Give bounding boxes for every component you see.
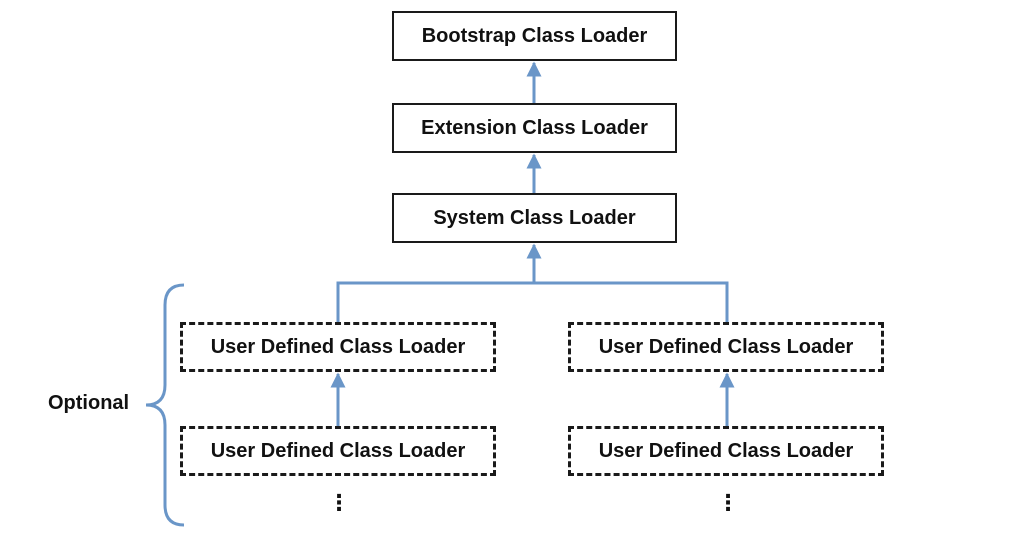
node-label: Extension Class Loader <box>421 116 648 139</box>
ellipsis-left: ⋮ <box>328 490 350 515</box>
node-label: User Defined Class Loader <box>210 335 466 358</box>
optional-label: Optional <box>48 392 130 414</box>
node-extension-class-loader: Extension Class Loader <box>392 103 677 153</box>
node-system-class-loader: System Class Loader <box>392 193 677 243</box>
node-label: User Defined Class Loader <box>598 335 854 358</box>
node-user-defined-class-loader-left-top: User Defined Class Loader <box>180 322 496 372</box>
node-user-defined-class-loader-right-top: User Defined Class Loader <box>568 322 884 372</box>
optional-brace <box>145 283 185 527</box>
node-user-defined-class-loader-right-bottom: User Defined Class Loader <box>568 426 884 476</box>
node-bootstrap-class-loader: Bootstrap Class Loader <box>392 11 677 61</box>
node-label: User Defined Class Loader <box>598 439 854 462</box>
node-label: Bootstrap Class Loader <box>421 24 648 47</box>
connector-user-defined-to-system <box>336 281 729 322</box>
node-label: System Class Loader <box>433 206 636 229</box>
node-label: User Defined Class Loader <box>210 439 466 462</box>
ellipsis-right: ⋮ <box>717 490 739 515</box>
node-user-defined-class-loader-left-bottom: User Defined Class Loader <box>180 426 496 476</box>
